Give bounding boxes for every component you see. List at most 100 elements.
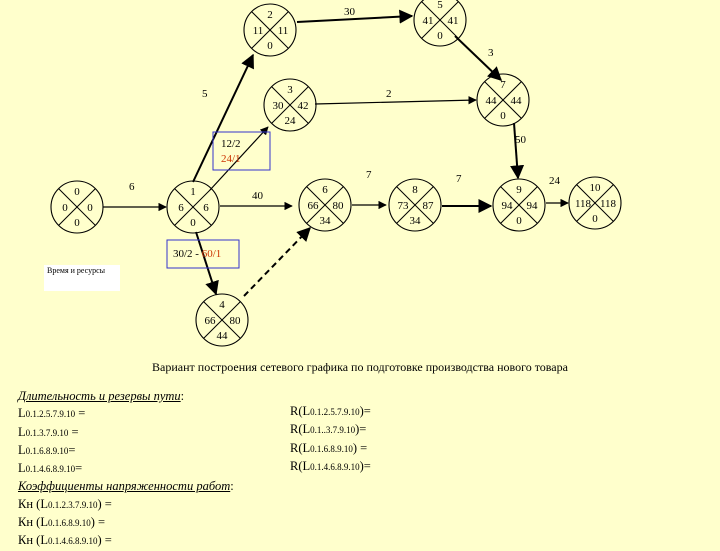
left-line: Длительность и резервы пути: — [18, 389, 185, 403]
node-divider — [58, 188, 96, 226]
node-divider — [251, 11, 289, 49]
resource-box-1-line1: 12/2 — [221, 138, 241, 150]
node-early: 6 — [178, 202, 184, 214]
svg-text:30/2 - 60/1: 30/2 - 60/1 — [173, 248, 221, 260]
node-circle — [298, 178, 352, 232]
node-early: 73 — [398, 200, 410, 212]
edge-label-8-9: 7 — [456, 173, 462, 185]
edge-1-2 — [192, 53, 254, 183]
node-reserve: 0 — [267, 40, 273, 52]
node-reserve: 34 — [410, 215, 422, 227]
left-line: Кн (L0.1.6.8.9.10) = — [18, 515, 106, 530]
right-line: R(L0.1.6.8.9.10) = — [290, 440, 368, 455]
right-line: R(L0.1.2.5.7.9.10)= — [290, 404, 371, 418]
resource-box-1-line2: 24/1 — [221, 153, 241, 165]
node-late: 80 — [333, 200, 345, 212]
node-event: 8 — [412, 184, 418, 196]
edge-label-2-5: 30 — [344, 6, 356, 18]
node-circle — [413, 0, 467, 47]
node-circle — [243, 3, 297, 57]
left-line: Кн (L0.1.4.6.8.9.10) = — [18, 533, 112, 548]
node-event: 7 — [500, 79, 506, 91]
edge-label-5-7: 3 — [488, 47, 494, 59]
node-reserve: 0 — [74, 217, 80, 229]
resource-box-1: 12/2 24/1 — [212, 131, 271, 171]
edge-labels: 6 5 30 3 2 50 40 7 7 24 — [129, 6, 561, 202]
node-event: 3 — [287, 84, 293, 96]
edge-4-6-dummy — [243, 226, 311, 297]
node-divider — [174, 188, 212, 226]
node-early: 0 — [62, 202, 68, 214]
node-circle — [388, 178, 442, 232]
node-event: 0 — [74, 186, 80, 198]
resource-box-2-part2: 60/1 — [202, 248, 222, 260]
edge-5-7 — [454, 35, 503, 81]
right-line: R(L0.1.4.6.8.9.10)= — [290, 458, 371, 473]
node-reserve: 0 — [516, 215, 522, 227]
node-circle — [476, 73, 530, 127]
node-reserve: 0 — [437, 30, 443, 42]
node-reserve: 34 — [320, 215, 332, 227]
node-early: 66 — [205, 315, 217, 327]
node-divider — [500, 186, 538, 224]
node-circle — [166, 180, 220, 234]
node-early: 30 — [273, 100, 285, 112]
left-line: L0.1.3.7.9.10 = — [18, 424, 79, 439]
node-late: 94 — [527, 200, 539, 212]
node-late: 11 — [278, 25, 289, 37]
edge-1-4 — [195, 231, 219, 296]
edge-label-6-8: 7 — [366, 169, 372, 181]
node-divider — [576, 184, 614, 222]
edge-label-1-2: 5 — [202, 88, 208, 100]
node-circle — [195, 293, 249, 347]
left-line: L0.1.2.5.7.9.10 = — [18, 406, 86, 421]
node-divider — [421, 1, 459, 39]
resource-box-2: 30/2 - 60/1 — [166, 239, 240, 269]
node-reserve: 0 — [592, 213, 598, 225]
node-circle — [263, 78, 317, 132]
node-reserve: 44 — [217, 330, 229, 342]
node-divider — [306, 186, 344, 224]
node-late: 80 — [230, 315, 242, 327]
left-line: L0.1.4.6.8.9.10= — [18, 461, 83, 476]
node-reserve: 0 — [500, 110, 506, 122]
edge-label-1-6: 40 — [252, 190, 264, 202]
left-line: Коэффициенты напряженности работ: — [18, 479, 234, 494]
node-late: 87 — [423, 200, 435, 212]
node-circle — [50, 180, 104, 234]
edges — [103, 9, 569, 297]
left-formulas: Длительность и резервы пути: L0.1.2.5.7.… — [18, 388, 288, 551]
node-event: 4 — [219, 299, 225, 311]
node-late: 0 — [87, 202, 93, 214]
resource-box-2-part1: 30/2 - — [173, 248, 202, 260]
node-early: 11 — [253, 25, 264, 37]
node-divider — [484, 81, 522, 119]
edge-label-3-7: 2 — [386, 88, 392, 100]
node-early: 44 — [486, 95, 498, 107]
node-divider — [271, 86, 309, 124]
node-late: 41 — [448, 15, 459, 27]
node-event: 9 — [516, 184, 522, 196]
node-reserve: 24 — [285, 115, 297, 127]
edge-label-0-1: 6 — [129, 181, 135, 193]
node-event: 1 — [190, 186, 196, 198]
node-early: 94 — [502, 200, 514, 212]
node-late: 118 — [600, 198, 617, 210]
node-circle — [492, 178, 546, 232]
left-line: Кн (L0.1.2.3.7.9.10) = — [18, 496, 112, 511]
node-late: 42 — [298, 100, 309, 112]
node-event: 5 — [437, 0, 443, 11]
edge-2-5 — [296, 9, 414, 24]
node-early: 41 — [423, 15, 434, 27]
left-line: L0.1.6.8.9.10= — [18, 442, 76, 457]
resource-legend-label: Время и ресурсы — [44, 265, 120, 291]
